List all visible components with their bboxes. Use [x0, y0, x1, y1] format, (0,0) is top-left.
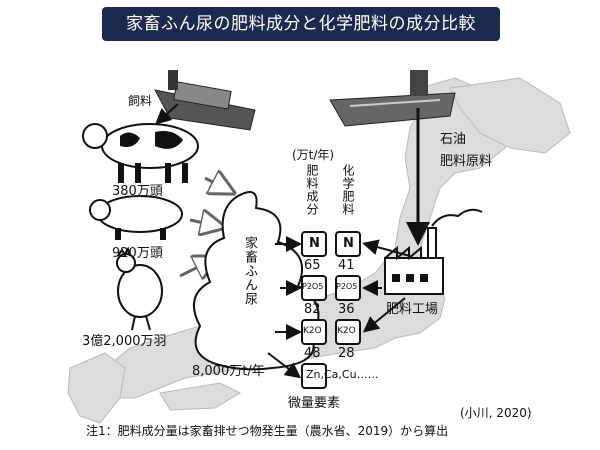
label-factory: 肥料工場 [386, 302, 439, 317]
value-k-chemical: 28 [338, 346, 355, 361]
bag-micro [301, 363, 327, 389]
label-cattle-count: 380万頭 [112, 184, 163, 199]
column-header-manure: 肥料成分 [305, 164, 319, 216]
value-p-chemical: 36 [338, 302, 355, 317]
kyushu-map [67, 352, 126, 424]
label-manure-amount: 8,000万t/年 [192, 364, 265, 379]
footnote: 注1：肥料成分量は家畜排せつ物発生量（農水省、2019）から算出 [86, 424, 449, 438]
feed-ship-icon [154, 70, 256, 131]
diagram-area: 飼料 380万頭 920万頭 3億2,000万羽 家畜ふん尿 8,000万t/年… [0, 48, 600, 448]
citation: (小川, 2020) [460, 406, 532, 420]
symbol-k-manure: K2O [303, 326, 322, 336]
column-header-chemical: 化学肥料 [341, 164, 355, 216]
pig-icon [89, 195, 183, 240]
oil-tanker-icon [329, 70, 456, 127]
title-banner: 家畜ふん尿の肥料成分と化学肥料の成分比較 [102, 7, 500, 41]
symbol-p-manure: P2O5 [302, 282, 324, 291]
diagram-svg [67, 70, 571, 424]
page-title: 家畜ふん尿の肥料成分と化学肥料の成分比較 [126, 14, 476, 34]
label-unit: (万t/年) [292, 148, 335, 162]
symbol-p-chemical: P2O5 [336, 282, 358, 291]
symbol-k-chemical: K2O [337, 326, 356, 336]
value-p-manure: 82 [304, 302, 321, 317]
bag-k-chemical [335, 319, 361, 345]
hokkaido-map [449, 77, 571, 154]
value-n-manure: 65 [304, 258, 321, 273]
label-micro-elements: 微量要素 [288, 396, 341, 411]
bag-n-chemical [335, 231, 361, 257]
bag-k-manure [301, 319, 327, 345]
label-pig-count: 920万頭 [112, 246, 163, 261]
label-fertilizer-raw: 肥料原料 [440, 154, 493, 169]
bag-p-chemical [335, 275, 361, 301]
value-n-chemical: 41 [338, 258, 355, 273]
cow-icon [82, 123, 199, 183]
bag-n-manure [301, 231, 327, 257]
symbol-n-manure: N [309, 236, 320, 251]
label-crude-oil: 石油 [440, 132, 467, 147]
chicken-icon [116, 246, 163, 331]
label-manure: 家畜ふん尿 [242, 236, 257, 306]
shikoku-map [159, 382, 242, 411]
label-feed: 飼料 [128, 94, 153, 108]
micro-element-list: Zn,Ca,Cu…… [306, 368, 379, 381]
value-k-manure: 48 [304, 346, 321, 361]
label-chicken-count: 3億2,000万羽 [82, 334, 167, 349]
bag-p-manure [301, 275, 327, 301]
japan-map [94, 77, 511, 399]
factory-icon [384, 208, 483, 295]
symbol-n-chemical: N [343, 236, 354, 251]
